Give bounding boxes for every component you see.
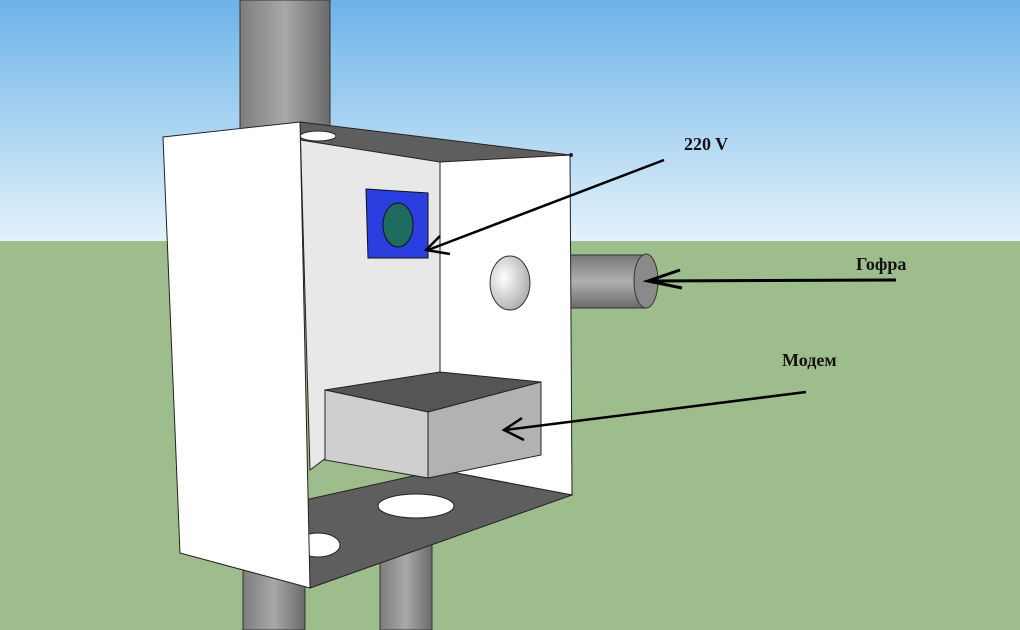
label-220v: 220 V (684, 134, 728, 154)
pole-upper (239, 0, 331, 141)
arrow-modem (501, 390, 807, 442)
arrow-conduit (642, 268, 897, 290)
label-modem: Модем (782, 350, 837, 370)
top-hole (299, 130, 337, 142)
modem-box (324, 371, 542, 479)
bottom-hole (377, 493, 455, 519)
box-left-panel (162, 121, 311, 589)
label-conduit: Гофра (856, 254, 906, 274)
side-hole (489, 255, 531, 311)
arrow-power (423, 158, 665, 256)
power-socket (365, 188, 429, 259)
